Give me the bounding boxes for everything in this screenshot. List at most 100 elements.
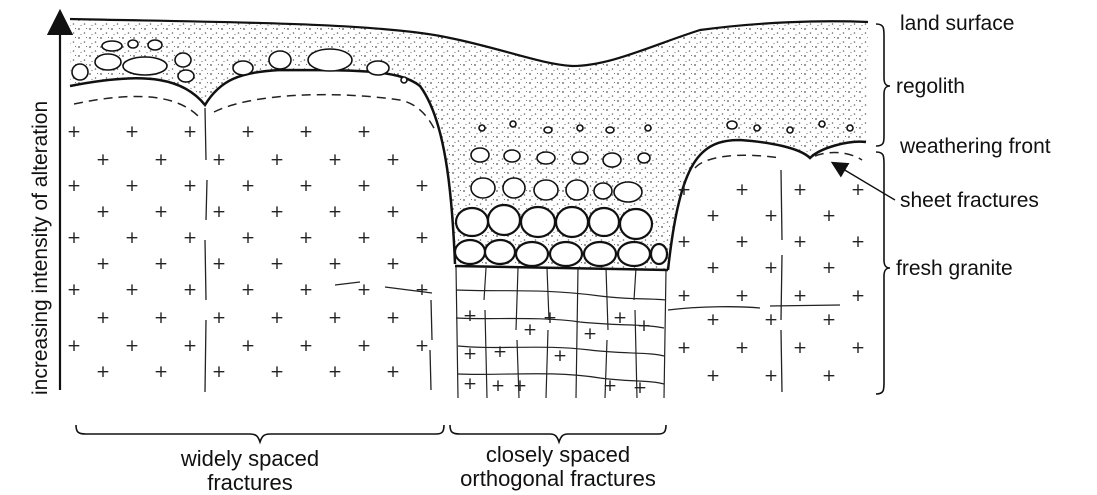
granite-plus-mark: + — [851, 180, 865, 200]
granite-plus-mark: + — [386, 308, 400, 328]
granite-plus-mark: + — [154, 202, 168, 222]
granite-plus-mark: + — [212, 254, 226, 274]
granite-plus-mark: + — [735, 232, 749, 252]
granite-plus-mark: + — [299, 336, 313, 356]
label-fresh-granite: fresh granite — [896, 257, 1013, 280]
granite-plus-mark: + — [513, 376, 527, 396]
granite-plus-mark: + — [212, 202, 226, 222]
granite-plus-mark: + — [125, 176, 139, 196]
granite-plus-mark: + — [677, 180, 691, 200]
granite-plus-mark: + — [154, 150, 168, 170]
granite-plus-mark: + — [212, 308, 226, 328]
granite-plus-mark: + — [96, 202, 110, 222]
granite-plus-mark: + — [328, 150, 342, 170]
granite-plus-mark: + — [67, 122, 81, 142]
granite-plus-mark: + — [386, 362, 400, 382]
granite-plus-mark: + — [125, 122, 139, 142]
granite-plus-mark: + — [793, 232, 807, 252]
granite-plus-mark: + — [603, 376, 617, 396]
axis-label: increasing intensity of alteration — [29, 101, 52, 395]
granite-plus-mark: + — [822, 206, 836, 226]
vertical-fracture — [205, 108, 207, 392]
granite-plus-mark: + — [553, 346, 567, 366]
weathering-front-right — [668, 140, 866, 270]
granite-plus-mark: + — [491, 376, 505, 396]
granite-plus-mark: + — [241, 176, 255, 196]
granite-plus-mark: + — [463, 306, 477, 326]
granite-plus-mark: + — [212, 362, 226, 382]
granite-plus-mark: + — [241, 228, 255, 248]
granite-plus-mark: + — [851, 232, 865, 252]
sheet-fracture-right-2 — [815, 153, 862, 160]
granite-plus-mark: + — [543, 308, 557, 328]
granite-plus-mark: + — [241, 336, 255, 356]
granite-plus-mark: + — [735, 180, 749, 200]
granite-plus-mark: + — [386, 254, 400, 274]
granite-plus-mark: + — [241, 280, 255, 300]
granite-plus-mark: + — [328, 308, 342, 328]
granite-plus-mark: + — [183, 228, 197, 248]
granite-plus-mark: + — [183, 336, 197, 356]
granite-plus-mark: + — [523, 320, 537, 340]
granite-plus-mark: + — [637, 316, 651, 336]
granite-plus-mark: + — [493, 342, 507, 362]
granite-plus-mark: + — [735, 338, 749, 358]
granite-plus-mark: + — [357, 122, 371, 142]
granite-plus-mark: + — [299, 228, 313, 248]
granite-plus-mark: + — [764, 206, 778, 226]
granite-plus-mark: + — [357, 228, 371, 248]
granite-plus-mark: + — [67, 176, 81, 196]
granite-plus-mark: + — [633, 378, 647, 398]
granite-plus-mark: + — [851, 286, 865, 306]
granite-plus-mark: + — [270, 254, 284, 274]
granite-plus-mark: + — [357, 336, 371, 356]
granite-plus-mark: + — [270, 150, 284, 170]
granite-plus-mark: + — [67, 228, 81, 248]
granite-plus-mark: + — [706, 206, 720, 226]
granite-plus-mark: + — [96, 254, 110, 274]
granite-plus-mark: + — [463, 374, 477, 394]
label-weathering-front: weathering front — [899, 135, 1051, 158]
granite-plus-mark: + — [125, 280, 139, 300]
granite-plus-mark: + — [328, 254, 342, 274]
sheet-fracture-left — [74, 96, 200, 118]
granite-plus-mark: + — [328, 202, 342, 222]
granite-plus-mark: + — [96, 362, 110, 382]
granite-plus-mark: + — [67, 280, 81, 300]
granite-plus-mark: + — [415, 336, 429, 356]
label-regolith: regolith — [896, 75, 965, 98]
label-widely-spaced-2: fractures — [207, 470, 293, 495]
granite-plus-mark: + — [822, 366, 836, 386]
granite-plus-mark: + — [183, 176, 197, 196]
granite-plus-mark: + — [299, 176, 313, 196]
granite-plus-mark: + — [386, 150, 400, 170]
granite-plus-mark: + — [154, 254, 168, 274]
granite-plus-mark: + — [706, 366, 720, 386]
closely-spaced-brace — [450, 425, 666, 442]
granite-plus-mark: + — [154, 308, 168, 328]
horizontal-fracture — [668, 305, 840, 310]
granite-plus-mark: + — [706, 310, 720, 330]
granite-plus-mark: + — [96, 150, 110, 170]
regolith-brace — [876, 24, 890, 146]
granite-plus-mark: + — [764, 258, 778, 278]
granite-plus-mark: + — [463, 344, 477, 364]
granite-plus-mark: + — [793, 180, 807, 200]
granite-plus-mark: + — [583, 324, 597, 344]
granite-plus-mark: + — [822, 258, 836, 278]
granite-plus-mark: + — [270, 362, 284, 382]
granite-plus-mark: + — [415, 280, 429, 300]
granite-plus-mark: + — [415, 228, 429, 248]
granite-plus-mark: + — [793, 338, 807, 358]
granite-plus-mark: + — [386, 202, 400, 222]
label-sheet-fractures: sheet fractures — [900, 189, 1039, 212]
granite-plus-mark: + — [735, 286, 749, 306]
label-closely-spaced-1: closely spaced — [486, 442, 630, 467]
granite-plus-mark: + — [328, 362, 342, 382]
label-land-surface: land surface — [900, 12, 1014, 35]
sheet-fracture-right — [695, 155, 780, 168]
granite-plus-mark: + — [125, 336, 139, 356]
widely-spaced-brace — [76, 425, 444, 442]
label-widely-spaced-1: widely spaced — [180, 446, 319, 471]
